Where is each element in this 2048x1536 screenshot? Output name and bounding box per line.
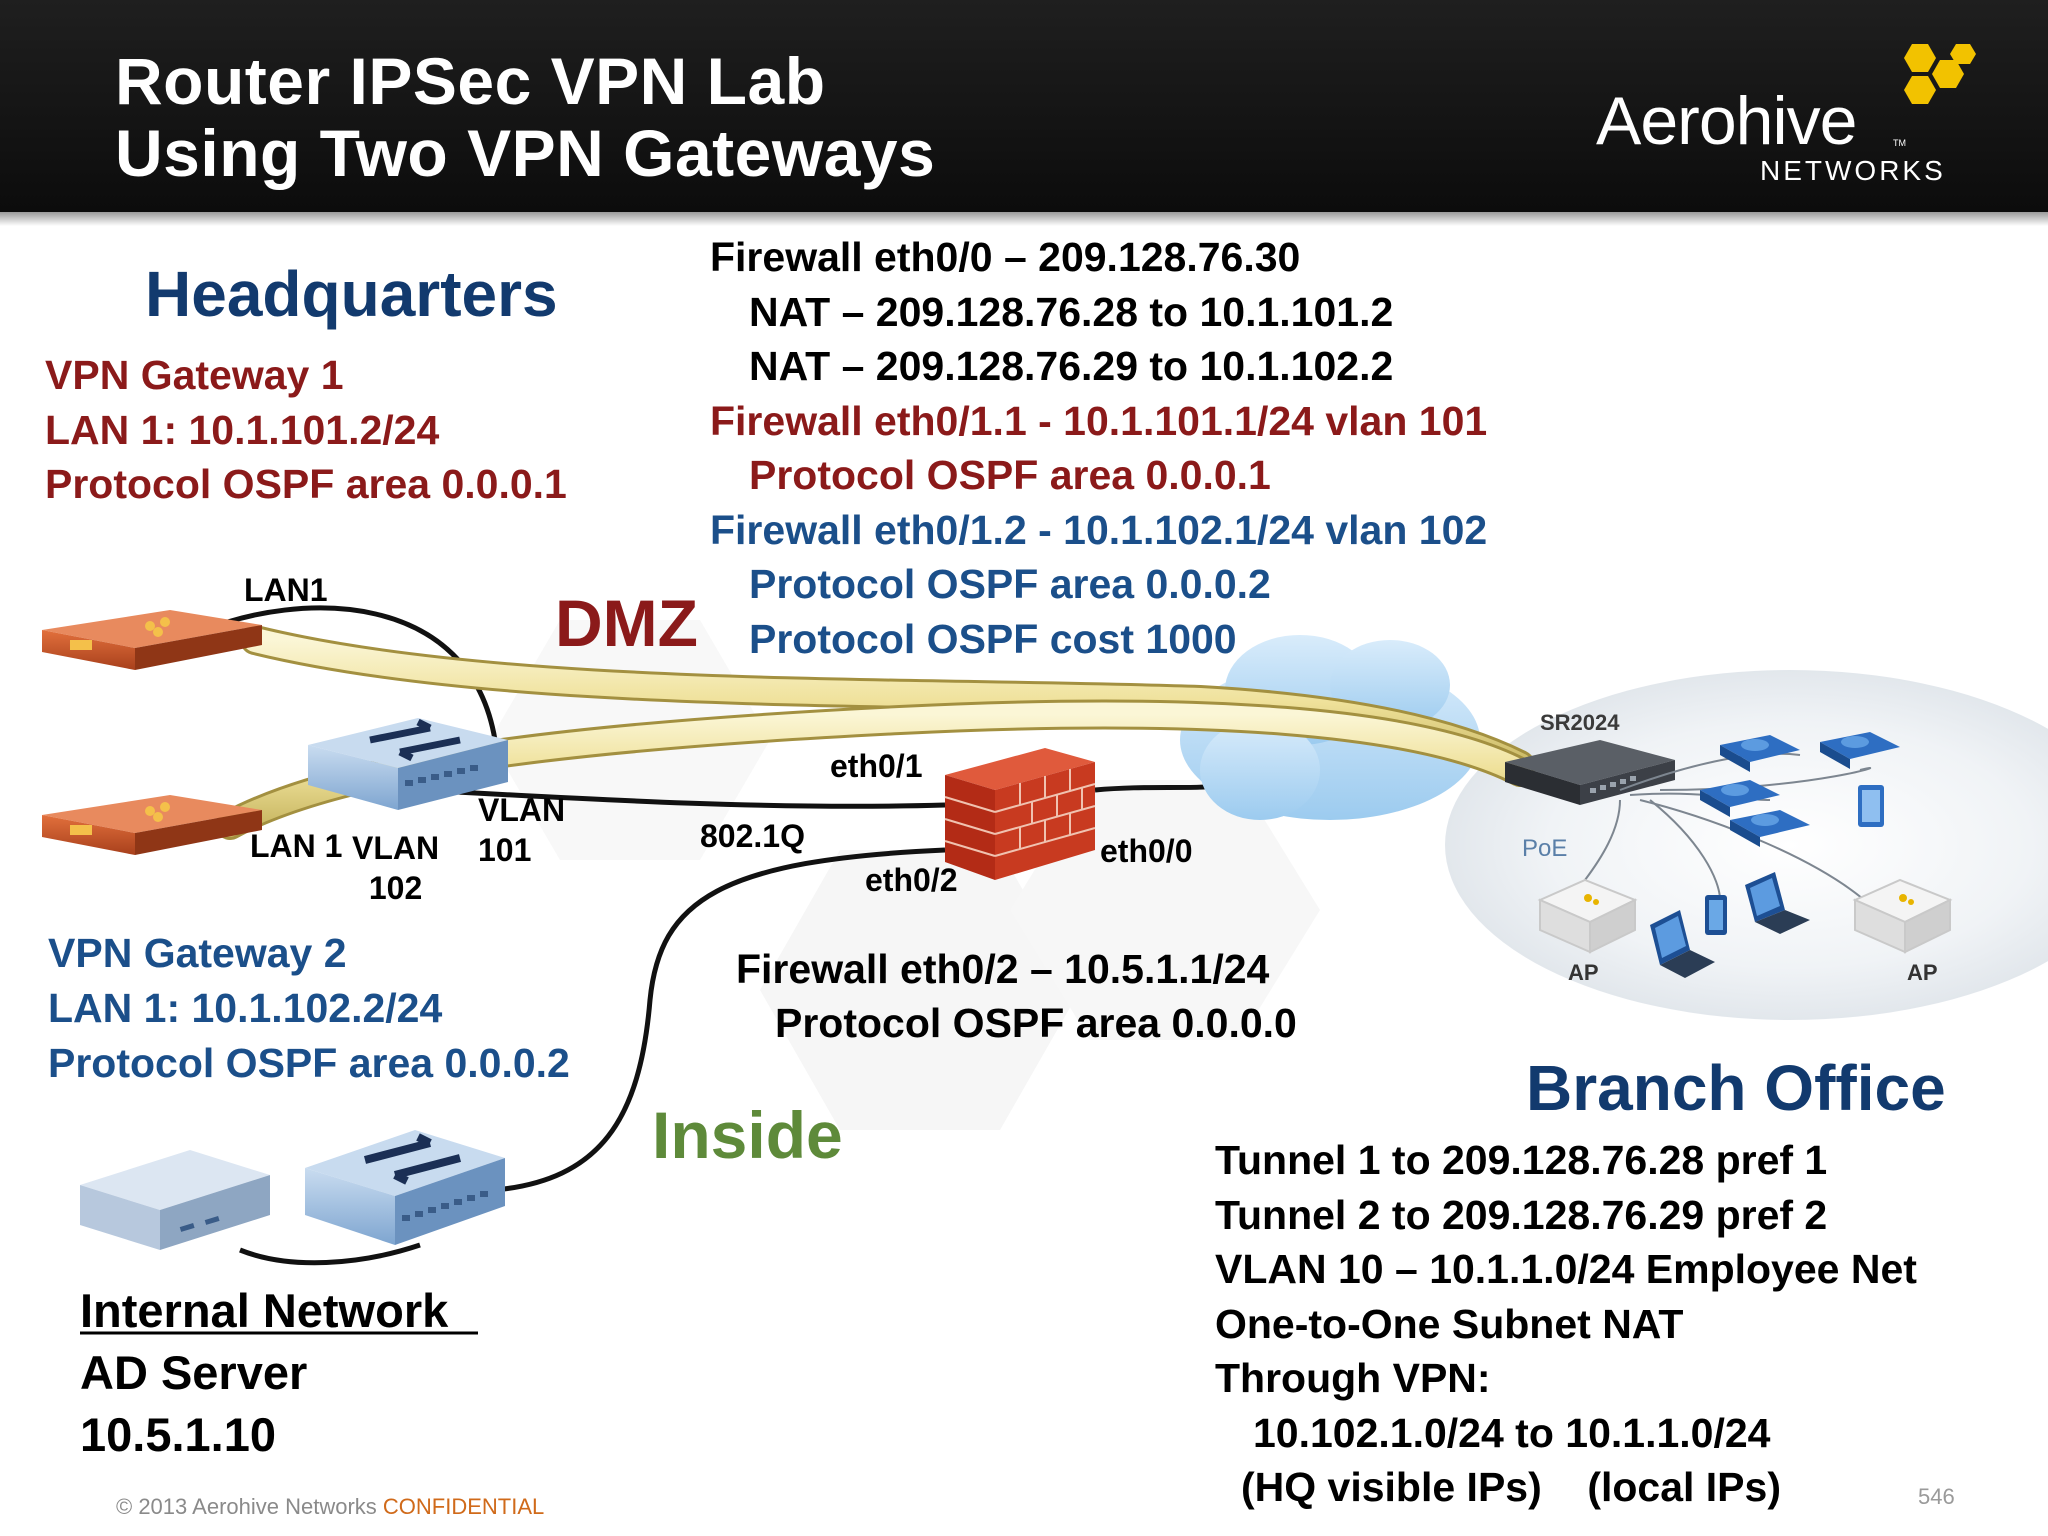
- branch-through-vpn: Through VPN:: [1215, 1355, 1491, 1401]
- header-shadow: [0, 212, 2048, 226]
- cable-switch-to-firewall: [419, 787, 946, 809]
- fw-eth00-line: Firewall eth0/0 – 209.128.76.30: [710, 234, 1301, 280]
- access-point-icon: [1852, 878, 1953, 954]
- slide-title-line-2: Using Two VPN Gateways: [115, 116, 936, 190]
- poe-label: PoE: [1522, 835, 1568, 862]
- internal-network-heading: Internal Network: [80, 1284, 449, 1337]
- logo-wordmark: Aerohive: [1596, 83, 1857, 159]
- access-point-icon: [1537, 878, 1638, 954]
- eth02-label: eth0/2: [865, 862, 958, 898]
- fw-eth02-line: Firewall eth0/2 – 10.5.1.1/24: [736, 946, 1270, 992]
- vpn-gateway-icon: [42, 795, 262, 855]
- ad-server-ip: 10.5.1.10: [80, 1408, 277, 1461]
- vpn-gateway-1-ospf: Protocol OSPF area 0.0.0.1: [45, 461, 567, 507]
- laptop-icon: [1650, 910, 1715, 978]
- vpn-gateway-2-ospf: Protocol OSPF area 0.0.0.2: [48, 1040, 570, 1086]
- branch-tunnel-1: Tunnel 1 to 209.128.76.28 pref 1: [1215, 1137, 1828, 1183]
- slide-title-line-1: Router IPSec VPN Lab: [115, 44, 826, 118]
- ip-phone-icon: [1720, 735, 1800, 772]
- fw-eth012-cost-line: Protocol OSPF cost 1000: [749, 616, 1237, 662]
- vpn-gateway-2-name: VPN Gateway 2: [48, 930, 347, 976]
- tablet-icon: [1705, 895, 1727, 935]
- vlan102-label-line2: 102: [368, 870, 423, 906]
- dot1q-label: 802.1Q: [700, 818, 805, 854]
- tablet-icon: [1858, 785, 1884, 827]
- switch-icon: [308, 718, 508, 810]
- vpn-gateway-2-info: VPN Gateway 2 LAN 1: 10.1.102.2/24 Proto…: [48, 926, 570, 1091]
- branch-nat-type: One-to-One Subnet NAT: [1215, 1300, 1684, 1347]
- internal-network-info: Internal Network AD Server 10.5.1.10: [80, 1280, 448, 1466]
- inside-label: Inside: [652, 1098, 843, 1172]
- vlan101-label-line1: VLAN: [478, 792, 566, 828]
- headquarters-heading: Headquarters: [145, 258, 558, 330]
- fw-nat2-line: NAT – 209.128.76.29 to 10.1.102.2: [749, 343, 1394, 389]
- fw-eth012-ospf-line: Protocol OSPF area 0.0.0.2: [749, 561, 1271, 607]
- vpn-gateway-icon: [42, 610, 262, 670]
- branch-tunnel-2: Tunnel 2 to 209.128.76.29 pref 2: [1215, 1191, 1828, 1238]
- background-hexagon: [760, 850, 1080, 1130]
- vpn-gateway-1-info: VPN Gateway 1 LAN 1: 10.1.101.2/24 Proto…: [45, 348, 567, 512]
- lan1-bottom-label: LAN 1: [250, 828, 343, 864]
- title-bar: Router IPSec VPN Lab Using Two VPN Gatew…: [0, 0, 2048, 212]
- branch-nat-mapping: 10.102.1.0/24 to 10.1.1.0/24: [1253, 1409, 1771, 1456]
- cable-server-to-switch: [239, 1242, 421, 1266]
- ip-phone-icon: [1700, 780, 1780, 817]
- fw-eth02-ospf-line: Protocol OSPF area 0.0.0.0: [775, 1000, 1297, 1046]
- branch-vlan-10: VLAN 10 – 10.1.1.0/24 Employee Net: [1215, 1246, 1917, 1292]
- fw-nat1-line: NAT – 209.128.76.28 to 10.1.101.2: [749, 289, 1394, 335]
- ip-phone-icon: [1820, 732, 1900, 769]
- router-icon: [1505, 740, 1675, 805]
- firewall-icon: [944, 748, 1096, 880]
- dmz-label: DMZ: [555, 586, 698, 660]
- confidential-text: CONFIDENTIAL: [382, 1494, 545, 1519]
- vpn-gateway-1-lan: LAN 1: 10.1.101.2/24: [45, 406, 440, 453]
- sr2024-label: SR2024: [1540, 710, 1620, 735]
- vlan101-label: VLAN 101: [478, 790, 565, 870]
- vlan102-label-line1: VLAN: [352, 830, 440, 866]
- fw-eth012-line: Firewall eth0/1.2 - 10.1.102.1/24 vlan 1…: [710, 507, 1488, 553]
- vlan101-label-line2: 101: [478, 832, 532, 868]
- fw-eth011-ospf-line: Protocol OSPF area 0.0.0.1: [749, 452, 1271, 498]
- footer-copyright: © 2013 Aerohive Networks CONFIDENTIAL: [116, 1494, 544, 1520]
- eth01-label: eth0/1: [830, 748, 923, 784]
- vpn-gateway-2-lan: LAN 1: 10.1.102.2/24: [48, 985, 443, 1031]
- server-icon: [80, 1150, 270, 1250]
- switch-icon: [305, 1130, 505, 1245]
- eth00-label: eth0/0: [1100, 833, 1193, 869]
- branch-office-config: Tunnel 1 to 209.128.76.28 pref 1 Tunnel …: [1215, 1133, 1917, 1515]
- laptop-icon: [1745, 872, 1810, 934]
- copyright-text: © 2013 Aerohive Networks: [116, 1494, 383, 1519]
- logo-subtitle: NETWORKS: [1760, 155, 1946, 186]
- lan1-top-label: LAN1: [244, 572, 328, 608]
- vpn-gateway-1-name: VPN Gateway 1: [45, 352, 344, 398]
- logo-trademark: TM: [1893, 138, 1906, 148]
- cable-firewall-to-inside-switch: [494, 847, 946, 1193]
- branch-nat-legend: (HQ visible IPs) (local IPs): [1241, 1464, 1781, 1510]
- page-number: 546: [1918, 1484, 1955, 1509]
- branch-office-heading: Branch Office: [1526, 1052, 1946, 1124]
- vlan102-label: VLAN 102: [352, 828, 439, 908]
- hexagon-logo-icon: [1904, 44, 1976, 104]
- fw-eth011-line: Firewall eth0/1.1 - 10.1.101.1/24 vlan 1…: [710, 398, 1488, 444]
- ad-server-label: AD Server: [80, 1346, 308, 1399]
- ap-right-label: AP: [1907, 960, 1938, 985]
- ip-phone-icon: [1730, 810, 1810, 847]
- ap-left-label: AP: [1568, 960, 1599, 985]
